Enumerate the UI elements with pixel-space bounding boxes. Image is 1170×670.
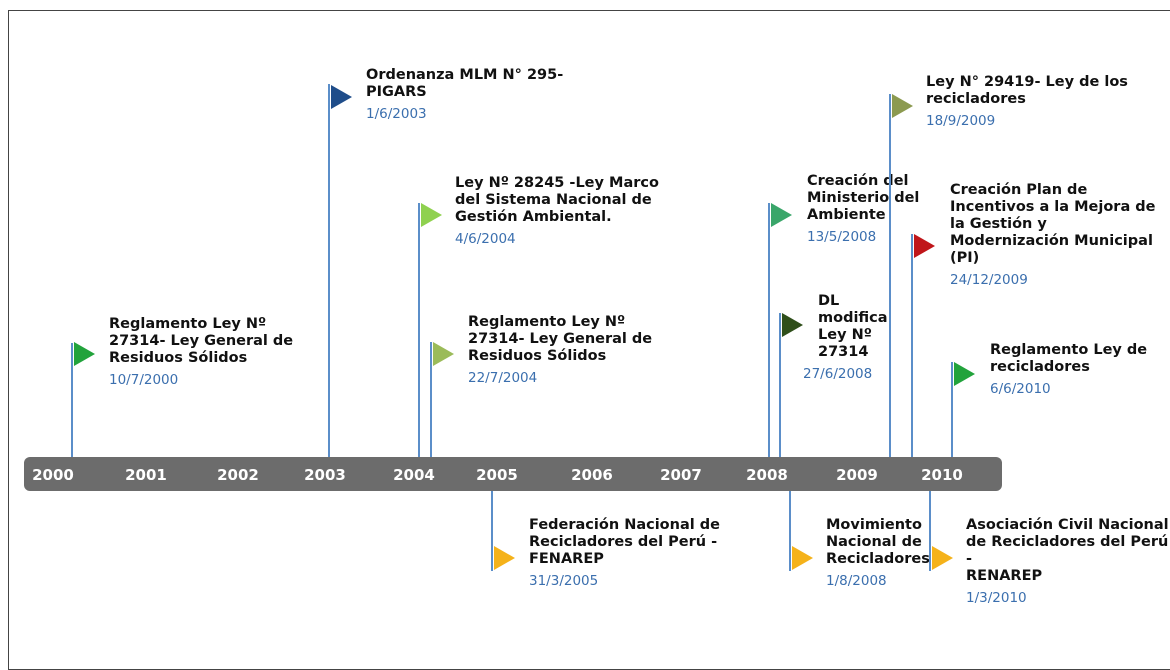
event-date: 31/3/2005 <box>529 573 599 589</box>
event-title: Asociación Civil Nacional de Recicladore… <box>966 517 1169 584</box>
event-title: Ley N° 29419- Ley de los recicladores <box>926 74 1128 107</box>
event-title: Reglamento Ley de recicladores <box>990 342 1148 375</box>
year-label: 2008 <box>746 466 788 484</box>
event-pole <box>929 491 931 571</box>
year-label: 2005 <box>476 466 518 484</box>
event-pole <box>768 203 770 457</box>
year-label: 2002 <box>217 466 259 484</box>
timeline-event: Asociación Civil Nacional de Recicladore… <box>966 517 1170 606</box>
timeline-event: Reglamento Ley Nº 27314- Ley General de … <box>109 316 293 388</box>
flag-icon <box>421 203 442 227</box>
event-pole <box>889 94 891 457</box>
event-date: 1/8/2008 <box>826 573 887 589</box>
event-title: Creación del Ministerio del Ambiente <box>807 173 920 223</box>
event-pole <box>71 343 73 457</box>
event-title: Ley Nº 28245 -Ley Marco del Sistema Naci… <box>455 175 659 225</box>
timeline-event: Creación del Ministerio del Ambiente 13/… <box>807 173 919 245</box>
flag-icon <box>433 342 454 366</box>
event-date: 10/7/2000 <box>109 372 179 388</box>
event-date: 1/3/2010 <box>966 590 1027 606</box>
timeline-event: Creación Plan de Incentivos a la Mejora … <box>950 182 1156 288</box>
event-pole <box>789 491 791 571</box>
event-date: 24/12/2009 <box>950 272 1028 288</box>
event-title: Ordenanza MLM N° 295- PIGARS <box>366 67 564 100</box>
flag-icon <box>892 94 913 118</box>
event-pole <box>430 342 432 457</box>
event-title: Reglamento Ley Nº 27314- Ley General de … <box>109 316 294 366</box>
event-date: 4/6/2004 <box>455 231 516 247</box>
event-date: 18/9/2009 <box>926 113 996 129</box>
flag-icon <box>331 85 352 109</box>
event-title: Federación Nacional de Recicladores del … <box>529 517 720 567</box>
event-title: Reglamento Ley Nº 27314- Ley General de … <box>468 314 653 364</box>
year-label: 2003 <box>304 466 346 484</box>
timeline-event: Reglamento Ley Nº 27314- Ley General de … <box>468 314 652 386</box>
event-date: 6/6/2010 <box>990 381 1051 397</box>
event-title: Creación Plan de Incentivos a la Mejora … <box>950 182 1156 266</box>
timeline-event: Ordenanza MLM N° 295- PIGARS 1/6/2003 <box>366 67 563 122</box>
event-date: 27/6/2008 <box>803 366 873 382</box>
timeline-event: Ley N° 29419- Ley de los recicladores 18… <box>926 74 1128 129</box>
flag-icon <box>782 313 803 337</box>
flag-icon <box>954 362 975 386</box>
event-pole <box>328 84 330 457</box>
timeline-event: Federación Nacional de Recicladores del … <box>529 517 720 589</box>
event-pole <box>418 203 420 457</box>
year-label: 2006 <box>571 466 613 484</box>
flag-icon <box>74 342 95 366</box>
year-label: 2007 <box>660 466 702 484</box>
flag-icon <box>494 546 515 570</box>
timeline-axis <box>24 457 1002 491</box>
flag-icon <box>914 234 935 258</box>
event-date: 1/6/2003 <box>366 106 427 122</box>
timeline-event: Movimiento Nacional de Recicladores 1/8/… <box>826 517 930 589</box>
flag-icon <box>792 546 813 570</box>
year-label: 2004 <box>393 466 435 484</box>
flag-icon <box>932 546 953 570</box>
event-pole <box>779 313 781 457</box>
event-title: DL modifica Ley Nº 27314 <box>818 293 888 360</box>
event-pole <box>951 362 953 457</box>
event-date: 22/7/2004 <box>468 370 538 386</box>
year-label: 2010 <box>921 466 963 484</box>
year-label: 2000 <box>32 466 74 484</box>
flag-icon <box>771 203 792 227</box>
timeline-event: Reglamento Ley de recicladores 6/6/2010 <box>990 342 1147 397</box>
timeline-event: Ley Nº 28245 -Ley Marco del Sistema Naci… <box>455 175 659 247</box>
year-label: 2009 <box>836 466 878 484</box>
event-title: Movimiento Nacional de Recicladores <box>826 517 930 567</box>
event-date: 13/5/2008 <box>807 229 877 245</box>
event-pole <box>491 491 493 571</box>
event-pole <box>911 234 913 457</box>
year-label: 2001 <box>125 466 167 484</box>
timeline-event: DL modifica Ley Nº 27314 <box>818 293 888 361</box>
